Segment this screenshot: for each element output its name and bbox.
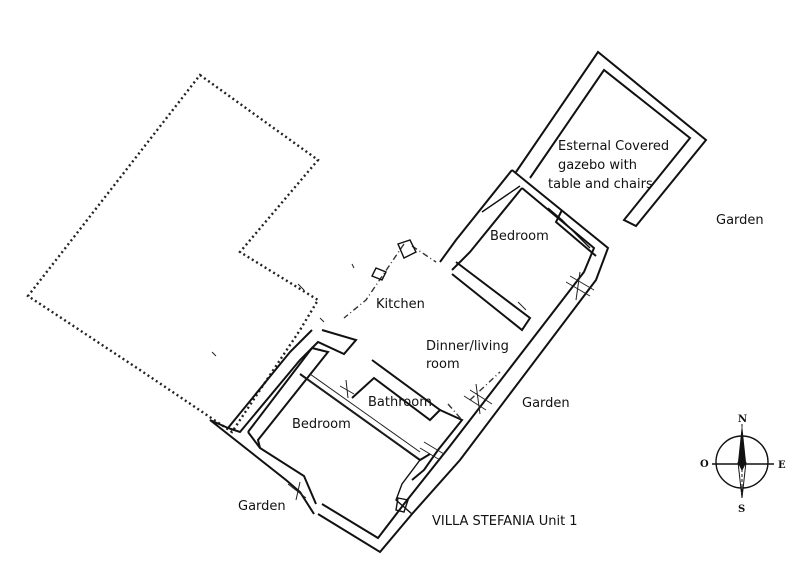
garden-label-right: Garden (716, 213, 764, 228)
gazebo-label-line-3: table and chairs (548, 177, 653, 192)
opening-markers (211, 263, 595, 501)
dining-label-line-1: Dinner/living (426, 339, 509, 354)
compass-north: N (738, 414, 747, 425)
compass-east: E (778, 460, 786, 471)
gazebo-structure (515, 50, 708, 228)
compass-rose: N S O E (700, 414, 786, 515)
garden-boundary (26, 73, 320, 434)
building-walls (209, 169, 610, 554)
dining-label-line-2: room (426, 357, 460, 372)
garden-label-center: Garden (522, 396, 570, 411)
plan-title: VILLA STEFANIA Unit 1 (432, 514, 578, 529)
bedroom-label-bottom: Bedroom (292, 417, 351, 432)
gazebo-label-line-2: gazebo with (558, 158, 637, 173)
compass-needle-icon (738, 424, 746, 470)
kitchen-partitions (343, 239, 501, 421)
gazebo-label: Esternal Covered gazebo with table and c… (548, 139, 669, 192)
garden-label-left: Garden (238, 499, 286, 514)
compass-west: O (700, 459, 709, 470)
bathroom-label: Bathroom (368, 395, 432, 410)
compass-south: S (738, 504, 745, 515)
dining-label: Dinner/living room (426, 339, 509, 372)
kitchen-label: Kitchen (376, 297, 425, 312)
bedroom-label-top: Bedroom (490, 229, 549, 244)
gazebo-label-line-1: Esternal Covered (558, 139, 669, 154)
